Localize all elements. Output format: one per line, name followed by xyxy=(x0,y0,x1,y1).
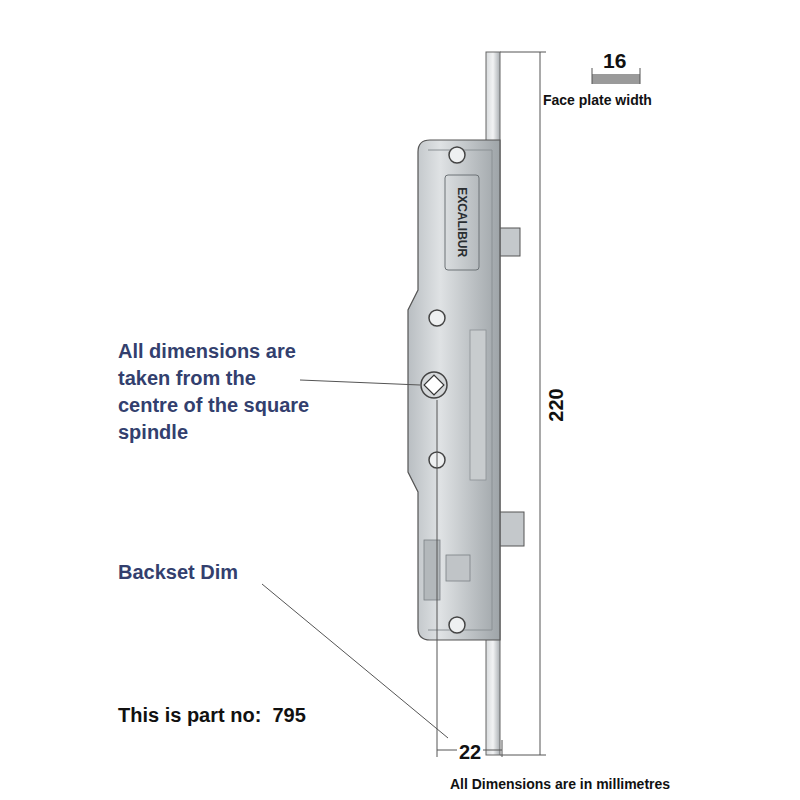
dimension-line xyxy=(540,52,541,755)
callout-note: All dimensions are taken from the centre… xyxy=(118,338,313,446)
brand-panel xyxy=(445,175,479,270)
dimension-caption: Face plate width xyxy=(543,92,652,109)
dimension-tick xyxy=(500,52,546,53)
logo-mark xyxy=(446,555,470,581)
dimension-tick xyxy=(640,68,641,84)
screw-hole xyxy=(449,147,465,163)
units-note: All Dimensions are in millimetres xyxy=(450,776,670,793)
leader-line xyxy=(300,380,420,385)
brand-mark: EXCALIBUR xyxy=(455,187,469,257)
callout-note: Backset Dim xyxy=(118,560,238,584)
dimension-line xyxy=(502,740,503,757)
square-spindle xyxy=(424,375,444,395)
dimension-line xyxy=(437,400,438,757)
screw-hole xyxy=(449,617,465,633)
latch-tongue xyxy=(498,228,520,256)
dimension-value: 220 xyxy=(544,388,568,421)
face-plate-bar xyxy=(592,74,640,84)
dimension-value: 16 xyxy=(603,48,626,73)
dimension-value: 22 xyxy=(457,740,483,764)
dimension-tick xyxy=(500,755,546,756)
lock-case xyxy=(408,140,500,640)
part-number: This is part no: 795 xyxy=(118,703,306,727)
maker-mark xyxy=(424,540,440,600)
screw-hole xyxy=(429,310,445,326)
spindle-boss xyxy=(421,372,447,398)
dimension-tick xyxy=(592,68,593,84)
patent-strip xyxy=(470,330,486,480)
bolt-tongue xyxy=(498,512,524,546)
